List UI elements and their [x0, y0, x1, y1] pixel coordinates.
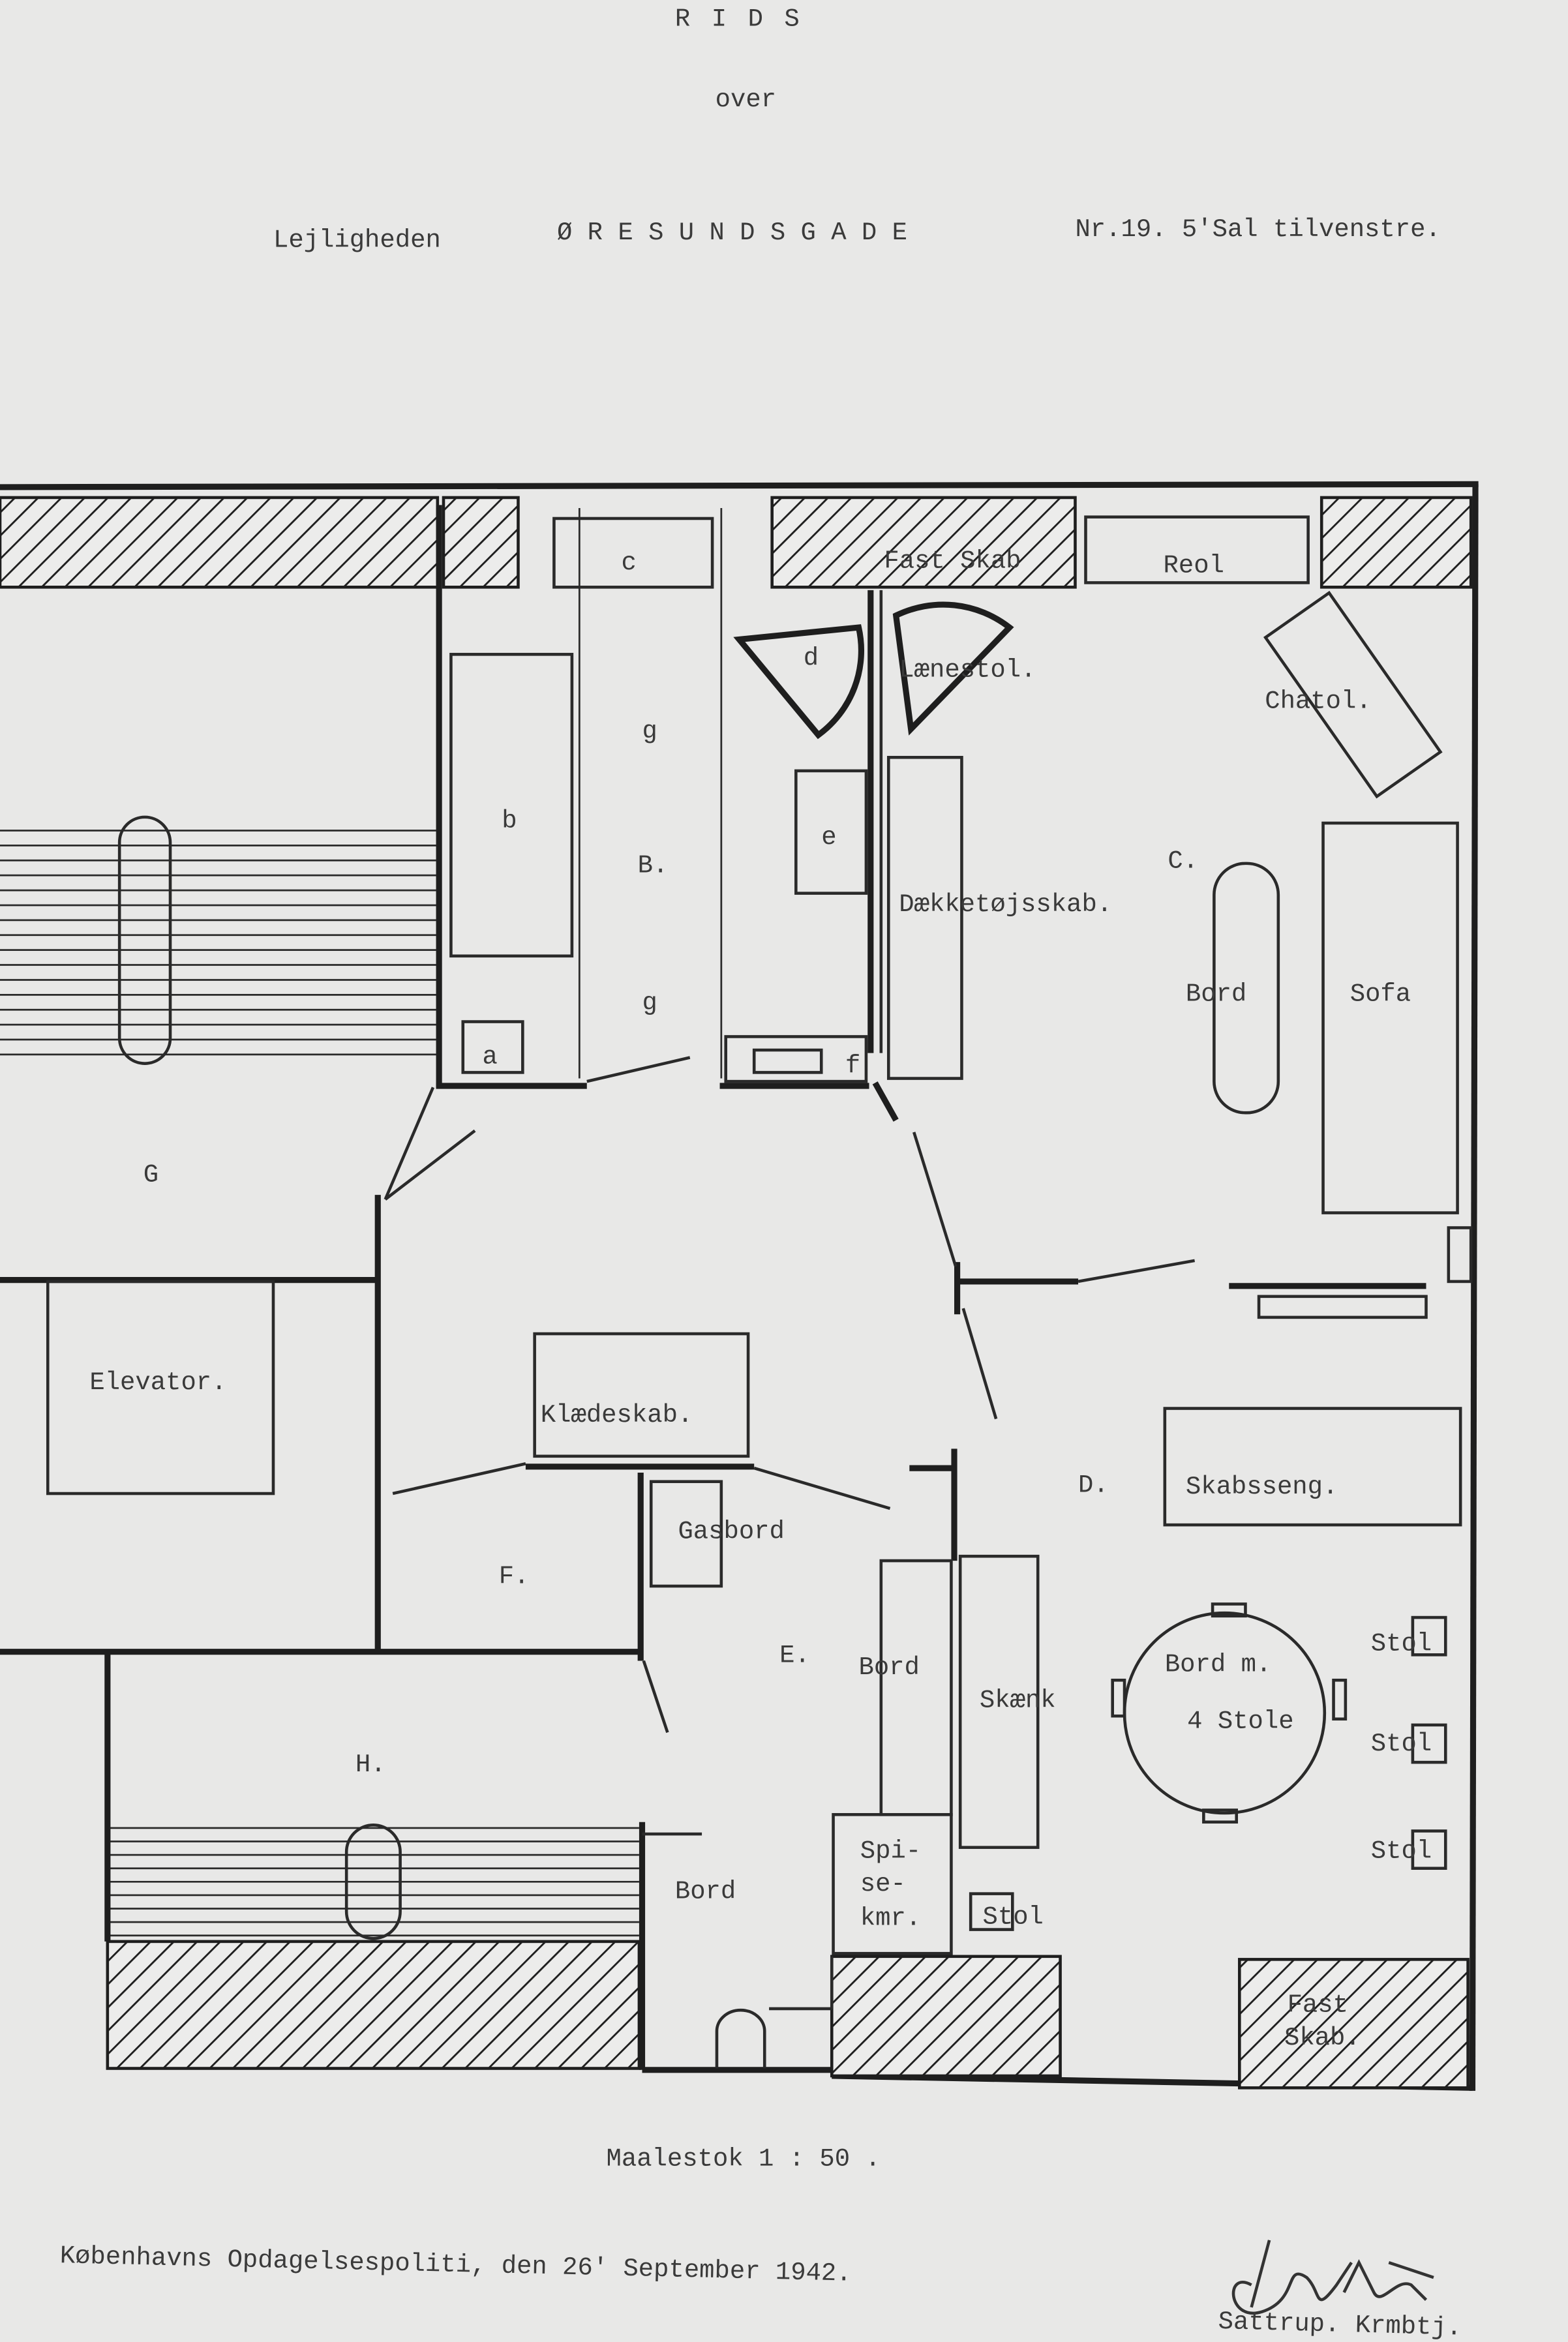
label-e: e [821, 823, 836, 852]
bord-e-table [879, 1559, 953, 1816]
room-e: E. [779, 1642, 810, 1670]
label-spisekmr-2: se- [860, 1870, 906, 1899]
furniture-f [724, 1035, 868, 1083]
stol-3-chair [1411, 1829, 1447, 1870]
label-bord-m: Bord m. [1165, 1650, 1271, 1679]
klaedeskab-wardrobe [533, 1332, 750, 1458]
room-b: B. [638, 852, 669, 880]
laenestol-chair [892, 601, 1014, 736]
label-fast-skab-top: Fast Skab [884, 547, 1021, 576]
label-bord-e: Bord [858, 1653, 919, 1682]
label-skabsseng: Skabsseng. [1186, 1473, 1338, 1501]
furniture [46, 515, 1473, 2069]
document-title: R I D S [675, 5, 803, 33]
daekketojsskab-cabinet [886, 756, 963, 1080]
label-laenestol: Lænestol. [899, 656, 1036, 685]
room-c: C. [1168, 847, 1198, 876]
table-chair-right [1332, 1678, 1348, 1721]
label-stol-2: Stol [1371, 1730, 1432, 1758]
elevator [46, 1280, 275, 1495]
gasbord-stove [649, 1480, 723, 1588]
toilet [715, 2008, 766, 2069]
room-h: H. [355, 1750, 386, 1779]
plan-labels: c b a g B. g d e f Fast Skab Reol Lænest… [89, 547, 1432, 2052]
authority-date: Københavns Opdagelsespoliti, den 26' Sep… [59, 2242, 852, 2289]
label-stol-e: Stol [983, 1902, 1044, 1931]
stair-well-top [117, 815, 172, 1065]
door-swings [384, 1056, 1196, 1734]
label-spisekmr-1: Spi- [860, 1837, 921, 1866]
label-elevator: Elevator. [89, 1368, 226, 1397]
skank-sideboard [958, 1554, 1040, 1849]
signer-name: Sattrup. Krmbtj. [1218, 2307, 1462, 2342]
document-subtitle: over [716, 85, 776, 114]
table-chair-left [1111, 1678, 1126, 1718]
table-chair-bottom [1202, 1809, 1239, 1824]
label-daekketojsskab: Dækketøjsskab. [899, 890, 1112, 919]
staircase-bottom [107, 1827, 639, 1937]
label-g1: g [642, 717, 657, 746]
handwritten-signature [1231, 2240, 1434, 2315]
label-reol: Reol [1164, 551, 1224, 580]
label-stol-3: Stol [1371, 1837, 1432, 1866]
stol-2-chair [1411, 1723, 1447, 1764]
radiator-f [752, 1048, 823, 1074]
label-a: a [483, 1043, 498, 1072]
label-sofa: Sofa [1350, 980, 1411, 1008]
label-c: c [621, 548, 636, 577]
stol-1-chair [1411, 1615, 1447, 1657]
radiator-c-side [1447, 1226, 1473, 1284]
furniture-b [449, 653, 574, 958]
scale-note: Maalestok 1 : 50 . [607, 2144, 881, 2173]
label-b: b [502, 807, 517, 835]
label-g2: g [642, 989, 657, 1017]
table-chair-top [1211, 1602, 1247, 1618]
label-4-stole: 4 Stole [1187, 1707, 1293, 1735]
oval-table [1213, 862, 1280, 1115]
room-g: G [143, 1161, 158, 1190]
hatched-walls [0, 496, 1473, 2090]
interior-walls [0, 505, 1426, 2070]
label-chatol: Chatol. [1265, 687, 1371, 716]
label-fast-skab-bottom-2: Skab. [1284, 2024, 1361, 2052]
room-d: D. [1078, 1471, 1109, 1500]
label-bord-c: Bord [1186, 980, 1246, 1008]
stol-e-chair [969, 1892, 1014, 1931]
furniture-d [733, 624, 864, 740]
room-f: F. [499, 1562, 530, 1591]
label-d: d [804, 644, 819, 672]
label-stol-1: Stol [1371, 1629, 1432, 1658]
label-gasbord: Gasbord [678, 1518, 784, 1546]
stair-well-bottom [344, 1824, 402, 1940]
apartment-label: Lejligheden [273, 226, 441, 254]
chatol-desk [1263, 590, 1443, 799]
label-spisekmr-3: kmr. [860, 1904, 921, 1933]
address-detail: Nr.19. 5'Sal tilvenstre. [1075, 215, 1440, 244]
label-klaedeskab: Klædeskab. [541, 1401, 693, 1430]
radiator-c [1257, 1295, 1428, 1319]
spisekammer [832, 1812, 953, 1955]
street-name: Ø R E S U N D S G A D E [557, 218, 907, 247]
furniture-a [461, 1020, 524, 1074]
label-fast-skab-bottom-1: Fast [1288, 1991, 1348, 2020]
furniture-e [794, 769, 868, 895]
staircase-top [0, 830, 436, 1056]
label-skank: Skænk [980, 1686, 1056, 1715]
label-f: f [845, 1051, 860, 1080]
label-bord-bottom: Bord [675, 1877, 736, 1906]
skabsseng-bed [1163, 1407, 1462, 1527]
furniture-c [552, 517, 714, 589]
reol-shelf [1084, 515, 1310, 584]
sofa [1321, 821, 1459, 1214]
